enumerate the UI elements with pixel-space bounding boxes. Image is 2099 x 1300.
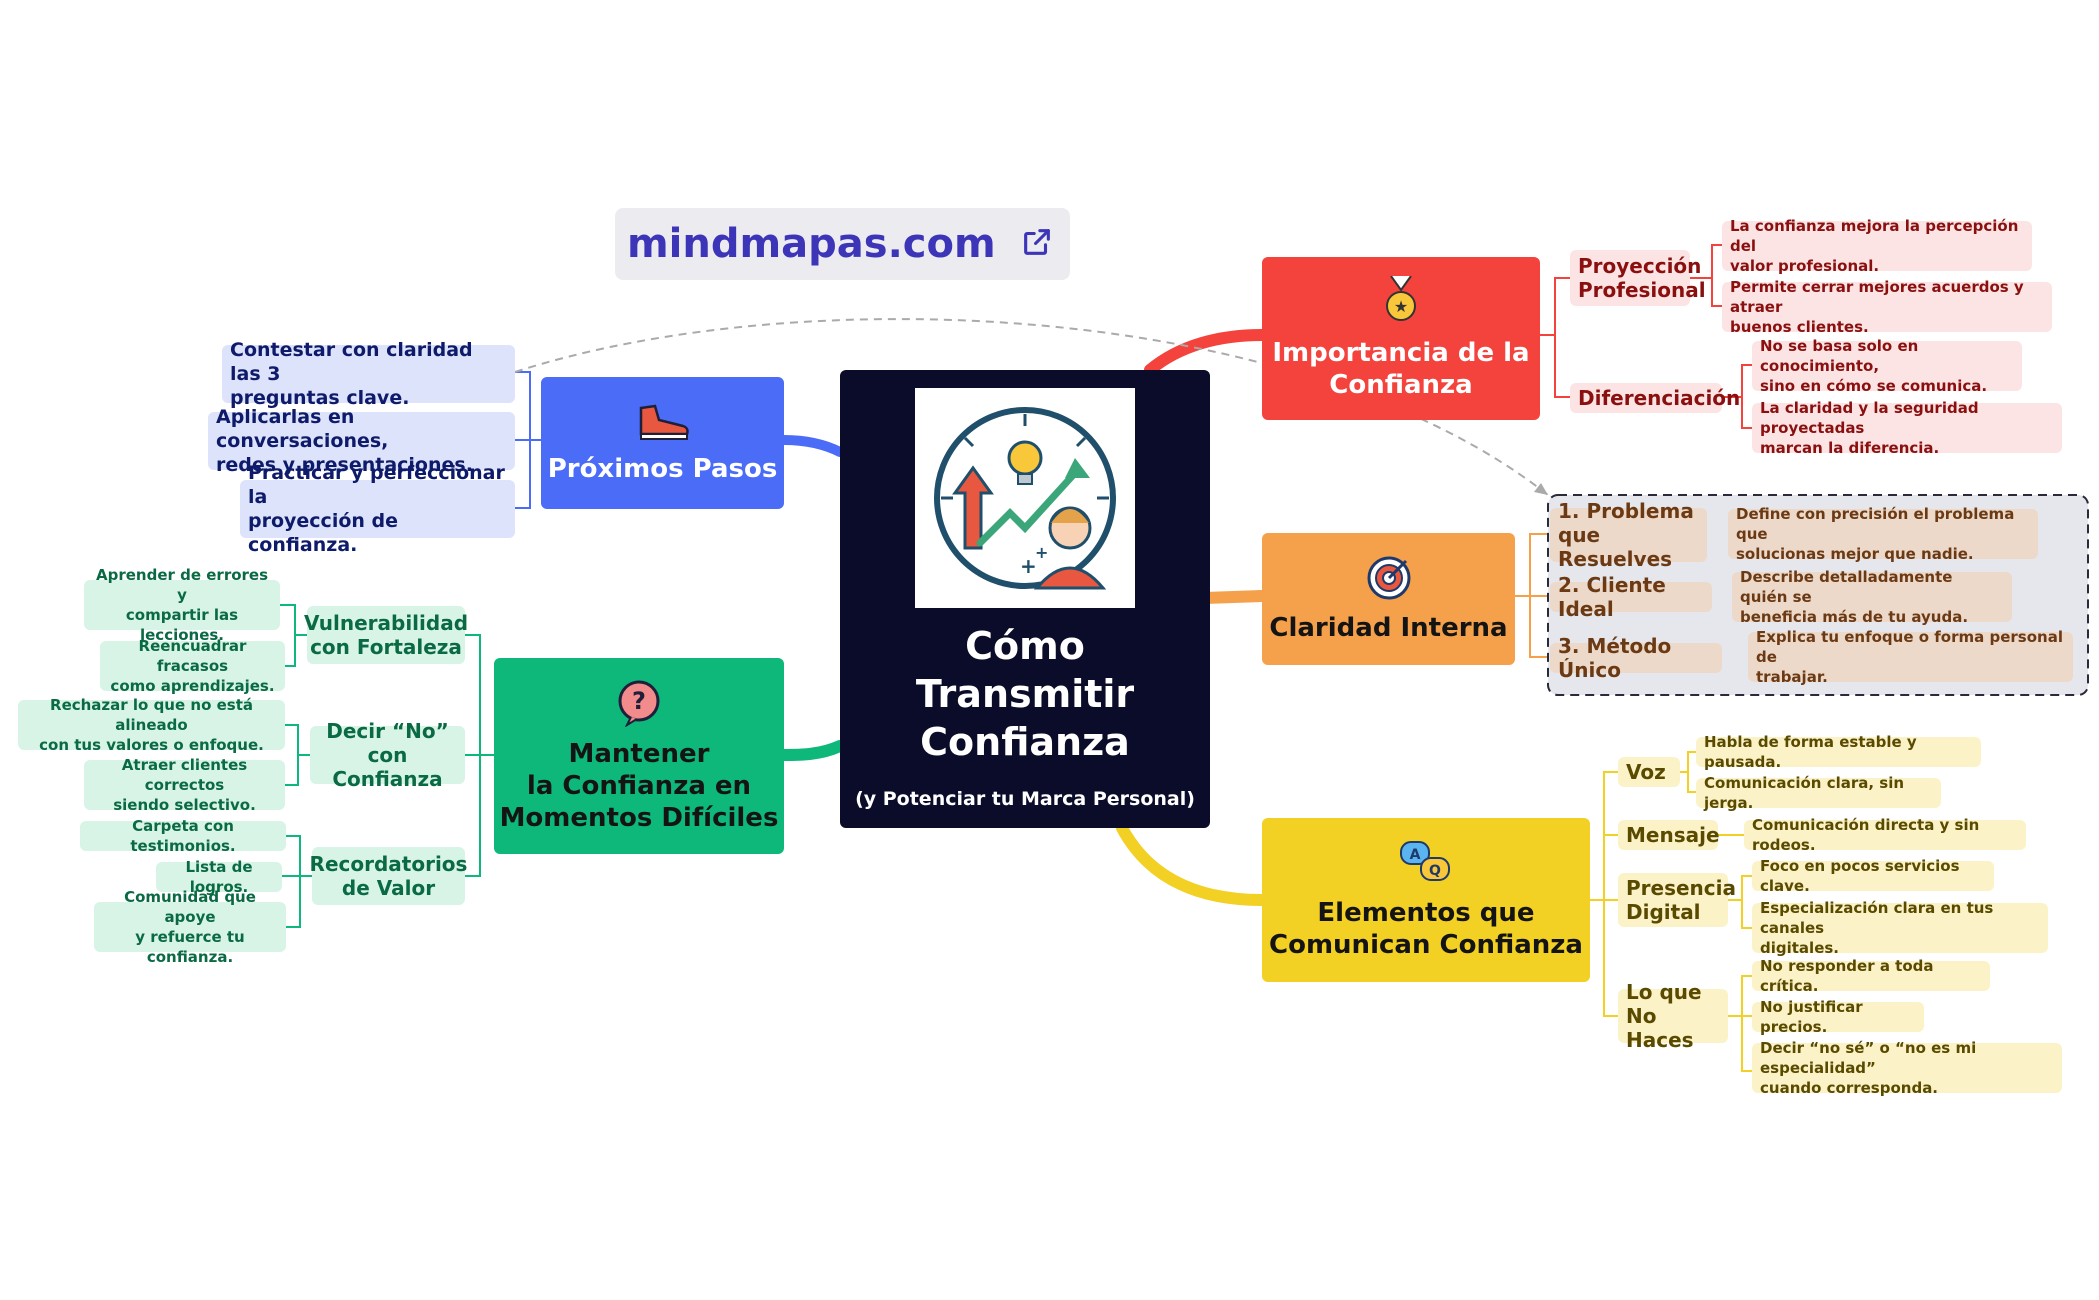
central-subtitle: (y Potenciar tu Marca Personal) bbox=[855, 788, 1195, 810]
branch-title: Próximos Pasos bbox=[547, 453, 778, 484]
target-icon bbox=[1366, 555, 1412, 606]
sub-cliente-ideal[interactable]: 2. Cliente Ideal bbox=[1550, 573, 1712, 621]
leaf-diferenciacion-1: No se basa solo en conocimiento, sino en… bbox=[1752, 337, 2022, 395]
central-topic[interactable]: + + Cómo Transmitir Confianza (y Potenci… bbox=[840, 370, 1210, 828]
sub-decir-no[interactable]: Decir “No” con Confianza bbox=[310, 719, 465, 791]
leaf-problema-1: Define con precisión el problema que sol… bbox=[1728, 505, 2038, 563]
leaf-decir-no-1: Rechazar lo que no está alineado con tus… bbox=[18, 696, 285, 754]
leaf-voz-2: Comunicación clara, sin jerga. bbox=[1696, 774, 1941, 812]
branch-title: Importancia de la Confianza bbox=[1272, 338, 1530, 400]
sub-voz[interactable]: Voz bbox=[1618, 757, 1680, 787]
sneaker-icon bbox=[635, 402, 691, 447]
branch-claridad[interactable]: Claridad Interna bbox=[1262, 533, 1515, 665]
external-link-icon bbox=[1020, 225, 1054, 263]
svg-text:A: A bbox=[1410, 847, 1421, 863]
leaf-proximos-3: Practicar y perfeccionar la proyección d… bbox=[240, 462, 515, 556]
svg-text:+: + bbox=[1035, 543, 1048, 562]
svg-text:?: ? bbox=[632, 687, 646, 715]
svg-text:Q: Q bbox=[1429, 863, 1441, 879]
leaf-decir-no-2: Atraer clientes correctos siendo selecti… bbox=[84, 756, 285, 814]
sub-lo-que-no[interactable]: Lo que No Haces bbox=[1618, 980, 1728, 1052]
leaf-no-haces-2: No justificar precios. bbox=[1752, 998, 1924, 1036]
leaf-presencia-1: Foco en pocos servicios clave. bbox=[1752, 857, 1994, 895]
leaf-vulnerabilidad-1: Aprender de errores y compartir las lecc… bbox=[84, 566, 280, 644]
trust-growth-illustration: + + bbox=[915, 388, 1135, 608]
sub-mensaje[interactable]: Mensaje bbox=[1618, 820, 1720, 850]
leaf-vulnerabilidad-2: Reencuadrar fracasos como aprendizajes. bbox=[100, 637, 285, 695]
leaf-proximos-1: Contestar con claridad las 3 preguntas c… bbox=[222, 339, 515, 409]
branch-title: Claridad Interna bbox=[1269, 612, 1508, 643]
brand-link[interactable]: mindmapas.com bbox=[615, 208, 1070, 280]
leaf-recordatorios-1: Carpeta con testimonios. bbox=[80, 817, 286, 855]
sub-recordatorios[interactable]: Recordatorios de Valor bbox=[310, 847, 467, 905]
sub-presencia[interactable]: Presencia Digital bbox=[1618, 873, 1736, 927]
sub-proyeccion[interactable]: Proyección Profesional bbox=[1570, 250, 1706, 306]
branch-title: Elementos que Comunican Confianza bbox=[1269, 897, 1583, 960]
leaf-diferenciacion-2: La claridad y la seguridad proyectadas m… bbox=[1752, 399, 2062, 457]
sub-vulnerabilidad[interactable]: Vulnerabilidad con Fortaleza bbox=[304, 606, 468, 664]
branch-proximos[interactable]: Próximos Pasos bbox=[541, 377, 784, 509]
leaf-proyeccion-2: Permite cerrar mejores acuerdos y atraer… bbox=[1722, 278, 2052, 336]
svg-text:+: + bbox=[1020, 554, 1037, 578]
leaf-voz-1: Habla de forma estable y pausada. bbox=[1696, 733, 1981, 771]
leaf-proyeccion-1: La confianza mejora la percepción del va… bbox=[1722, 217, 2032, 275]
leaf-recordatorios-2: Lista de logros. bbox=[156, 858, 282, 896]
leaf-no-haces-3: Decir “no sé” o “no es mi especialidad” … bbox=[1752, 1039, 2062, 1097]
branch-mantener[interactable]: ? Mantener la Confianza en Momentos Difí… bbox=[494, 658, 784, 854]
leaf-presencia-2: Especialización clara en tus canales dig… bbox=[1752, 899, 2048, 957]
brand-text: mindmapas.com bbox=[627, 221, 996, 267]
leaf-mensaje-1: Comunicación directa y sin rodeos. bbox=[1744, 816, 2026, 854]
sub-diferenciacion[interactable]: Diferenciación bbox=[1570, 383, 1740, 413]
branch-title: Mantener la Confianza en Momentos Difíci… bbox=[499, 738, 779, 833]
central-title: Cómo Transmitir Confianza bbox=[915, 624, 1135, 764]
medal-icon: ★ bbox=[1381, 275, 1421, 331]
leaf-cliente-1: Describe detalladamente quién se benefic… bbox=[1732, 568, 2012, 626]
sub-metodo-unico[interactable]: 3. Método Único bbox=[1550, 634, 1722, 682]
leaf-no-haces-1: No responder a toda crítica. bbox=[1752, 957, 1990, 995]
question-icon: ? bbox=[615, 679, 663, 732]
leaf-metodo-1: Explica tu enfoque o forma personal de t… bbox=[1748, 628, 2073, 686]
sub-problema[interactable]: 1. Problema que Resuelves bbox=[1550, 499, 1707, 571]
svg-text:★: ★ bbox=[1394, 297, 1408, 316]
branch-importancia[interactable]: ★ Importancia de la Confianza bbox=[1262, 257, 1540, 420]
leaf-recordatorios-3: Comunidad que apoye y refuerce tu confia… bbox=[94, 888, 286, 966]
